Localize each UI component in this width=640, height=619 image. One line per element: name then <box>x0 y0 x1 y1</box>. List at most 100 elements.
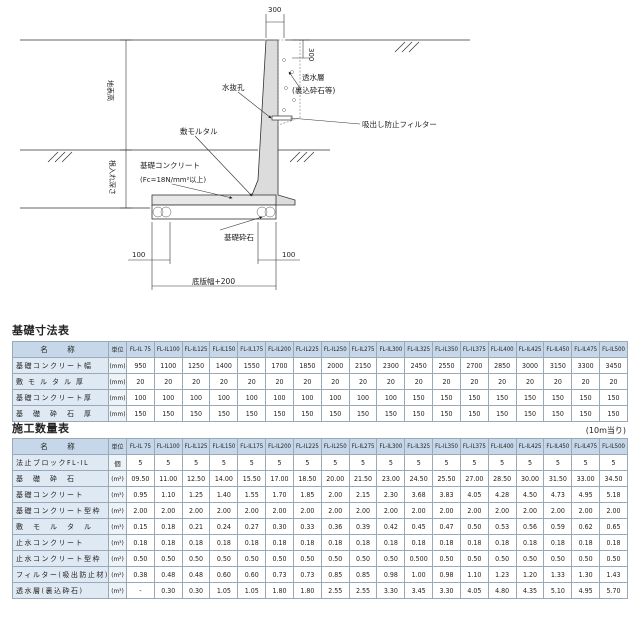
table-cell: 1.55 <box>237 486 267 503</box>
table-cell: 2150 <box>348 357 378 374</box>
table-cell: 1550 <box>237 357 267 374</box>
table2-column-header: FL-IL225 <box>292 438 322 455</box>
table-cell: 0.38 <box>126 566 155 583</box>
ground-lines <box>20 39 470 209</box>
table-cell: 20 <box>571 373 601 390</box>
table-cell: 0.30 <box>153 582 183 599</box>
table1-column-header: FL-IL250 <box>320 341 350 358</box>
table-cell: 0.48 <box>153 566 183 583</box>
permeable-layer-label: 透水層 <box>302 72 325 82</box>
table-cell: 14.00 <box>209 470 239 487</box>
table-cell: 5 <box>404 454 434 471</box>
table-cell: 0.36 <box>320 518 350 535</box>
table-cell: 3.30 <box>432 582 461 599</box>
table2-column-header: FL-IL400 <box>487 438 517 455</box>
table-cell: 3300 <box>571 357 601 374</box>
table-cell: - <box>126 582 155 599</box>
table-cell: 0.27 <box>237 518 267 535</box>
row-unit: (m³) <box>108 534 127 551</box>
table-cell: 1.30 <box>571 566 601 583</box>
table1-column-header: FL-IL175 <box>237 341 267 358</box>
base-gravel-label: 基礎砕石 <box>224 232 254 242</box>
table-cell: 2.00 <box>237 502 267 519</box>
table1-column-header: FL-IL475 <box>571 341 601 358</box>
table-cell: 100 <box>126 389 155 406</box>
table-cell: 20 <box>237 373 267 390</box>
table-cell: 2.00 <box>320 502 350 519</box>
table-cell: 0.24 <box>209 518 239 535</box>
table-cell: 5 <box>432 454 461 471</box>
table1-column-header: FL-IL425 <box>515 341 545 358</box>
table-cell: 20 <box>265 373 294 390</box>
table1-header-name: 名 称 <box>12 341 109 358</box>
table-cell: 24.50 <box>404 470 434 487</box>
table-cell: 2.00 <box>126 502 155 519</box>
table-cell: 2700 <box>459 357 489 374</box>
table-cell: 5 <box>126 454 155 471</box>
table-cell: 2.00 <box>487 502 517 519</box>
base-gravel <box>151 204 277 220</box>
table-cell: 2550 <box>432 357 461 374</box>
table-cell: 2850 <box>487 357 517 374</box>
dim-left-100-label: 100 <box>132 251 145 259</box>
table-cell: 0.18 <box>209 534 239 551</box>
row-unit: 個 <box>108 454 127 471</box>
table-cell: 150 <box>292 405 322 422</box>
table-cell: 34.50 <box>599 470 628 487</box>
table-cell: 150 <box>515 389 545 406</box>
table-cell: 0.18 <box>376 534 406 551</box>
table-cell: 150 <box>515 405 545 422</box>
table-cell: 5 <box>487 454 517 471</box>
table-cell: 0.60 <box>237 566 267 583</box>
mortar-label: 敷モルタル <box>180 126 218 136</box>
dim-top-width-label: 300 <box>268 6 281 14</box>
table-cell: 0.47 <box>432 518 461 535</box>
table-cell: 100 <box>320 389 350 406</box>
table-cell: 150 <box>543 405 573 422</box>
table-cell: 0.42 <box>376 518 406 535</box>
table-cell: 20 <box>153 373 183 390</box>
table-cell: 15.50 <box>237 470 267 487</box>
table-cell: 0.39 <box>348 518 378 535</box>
table2-column-header: FL-IL100 <box>153 438 183 455</box>
table2-column-header: FL-IL150 <box>209 438 239 455</box>
table-cell: 2.30 <box>376 486 406 503</box>
table-cell: 150 <box>571 405 601 422</box>
table-cell: 1.25 <box>181 486 211 503</box>
table-cell: 5 <box>348 454 378 471</box>
table-cell: 20 <box>348 373 378 390</box>
table-cell: 150 <box>126 405 155 422</box>
dim-top-height-label: 300 <box>307 48 315 61</box>
table-cell: 3000 <box>515 357 545 374</box>
table2-column-header: FL-IL375 <box>459 438 489 455</box>
table-cell: 2.00 <box>209 502 239 519</box>
table-cell: 20 <box>487 373 517 390</box>
table-cell: 0.30 <box>265 518 294 535</box>
table-cell: 950 <box>126 357 155 374</box>
leader-lines <box>171 71 361 231</box>
drain-hole-label: 水抜孔 <box>222 82 245 92</box>
table-cell: 0.18 <box>459 534 489 551</box>
table-cell: 2.00 <box>348 502 378 519</box>
table-cell: 20.00 <box>320 470 350 487</box>
row-name: 基礎コンクリート厚 <box>12 389 109 406</box>
table-cell: 0.18 <box>292 534 322 551</box>
table-cell: 0.18 <box>432 534 461 551</box>
filter-label: 吸出し防止フィルター <box>362 119 437 129</box>
table-cell: 0.18 <box>487 534 517 551</box>
table-cell: 2.00 <box>265 502 294 519</box>
table-cell: 0.50 <box>153 550 183 567</box>
row-name: 基 礎 砕 石 厚 <box>12 405 109 422</box>
base-concrete-spec-label: (Fc=18N/mm²以上) <box>140 175 206 184</box>
row-name: 止水コンクリート <box>12 534 109 551</box>
table-cell: 0.60 <box>209 566 239 583</box>
table-cell: 150 <box>348 405 378 422</box>
table-cell: 150 <box>320 405 350 422</box>
table-cell: 100 <box>292 389 322 406</box>
row-unit: (m³) <box>108 486 127 503</box>
permeable-layer-sub-label: (裏込砕石等) <box>292 85 335 95</box>
